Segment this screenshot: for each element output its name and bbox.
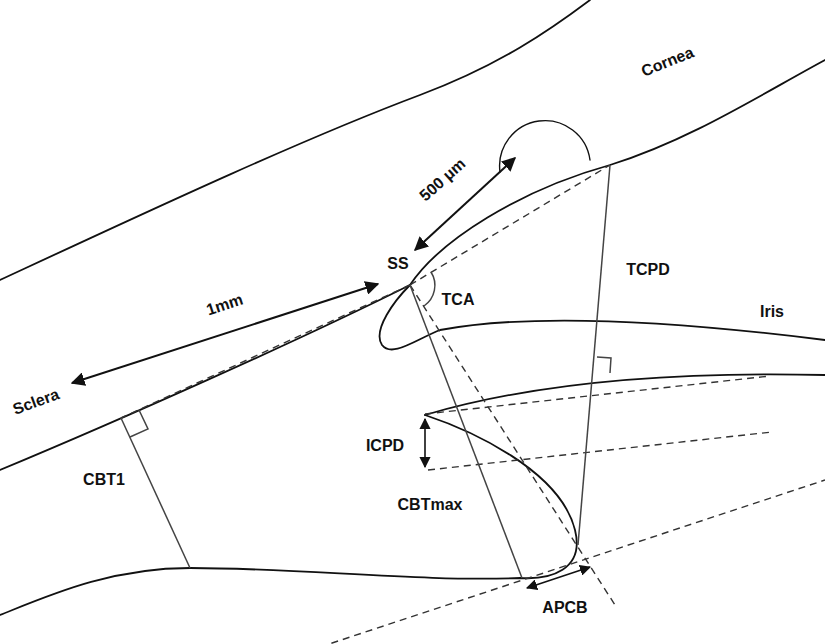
tca-arc [424,272,435,306]
part-label: CBTmax [398,496,463,514]
part-label: CBT1 [83,471,125,489]
guide-line [410,285,615,605]
part-label: APCB [542,599,587,617]
part-label: Cornea [639,44,697,81]
guide-line [121,285,410,418]
cbt1-line [121,418,190,568]
part-label: 500 μm [417,155,470,205]
part-label: TCPD [626,261,670,279]
outer-surface [0,0,590,280]
dimension-arrow [72,284,378,383]
guide-line [425,376,770,414]
dimension-arrow [415,158,515,250]
dimension-arrow [424,419,426,467]
part-label: 1mm [205,291,246,319]
ciliary-body [0,415,577,615]
tcpd-line [578,165,610,545]
inner-surface [0,60,825,470]
arc [500,121,590,172]
guide-line [320,480,825,644]
right-angle [130,410,148,437]
part-label: ICPD [366,437,404,455]
part-label: SS [387,255,408,273]
iris-posterior [425,374,825,415]
guide-line [428,432,772,470]
iris-anterior [380,285,825,350]
part-label: Sclera [10,386,61,419]
part-label: TCA [442,291,475,309]
right-angle [597,357,611,373]
dimension-arrow [527,567,590,588]
part-label: Iris [760,303,784,321]
cbtmax-line [410,285,522,578]
